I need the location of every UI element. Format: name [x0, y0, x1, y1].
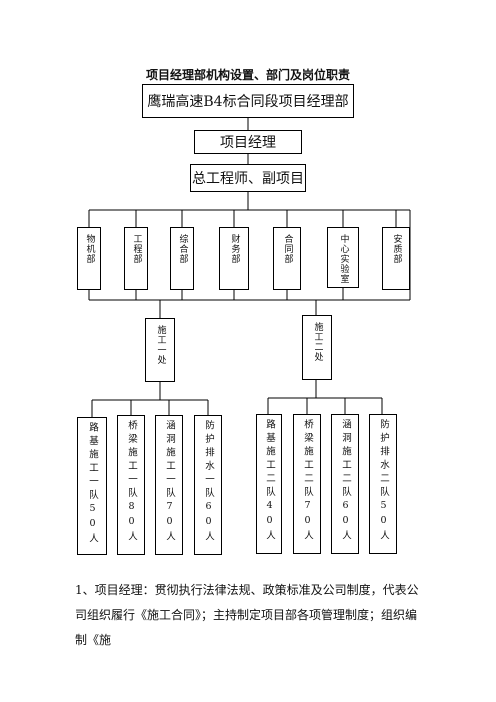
division-box: 施工二处: [302, 315, 332, 380]
division-label: 施工一处: [155, 325, 166, 365]
team-box: 路基施工二队40人: [256, 414, 282, 554]
dept-box: 中心实验室: [327, 227, 359, 288]
team-box: 路基施工一队50人: [77, 417, 107, 555]
chief-engineer-label: 总工程师、副项目: [192, 171, 304, 187]
dept-label: 财务部: [229, 234, 240, 264]
team-label: 桥梁施工二队70人: [302, 419, 313, 544]
body-paragraph: 1、项目经理：贯彻执行法律法规、政策标准及公司制度，代表公司组织履行《施工合同》…: [75, 583, 419, 647]
team-label: 涵洞施工一队70人: [164, 420, 175, 545]
division-box: 施工一处: [145, 318, 175, 382]
project-manager-label: 项目经理: [220, 135, 276, 151]
team-box: 桥梁施工一队80人: [117, 415, 145, 555]
dept-label: 物机部: [84, 234, 95, 264]
dept-label: 合同部: [282, 234, 293, 264]
division-label: 施工二处: [312, 322, 323, 362]
team-box: 防护排水一队60人: [194, 415, 222, 555]
dept-label: 综合部: [177, 234, 188, 264]
dept-box: 安质部: [382, 227, 410, 290]
team-box: 桥梁施工二队70人: [293, 414, 321, 554]
dept-label: 安质部: [391, 234, 402, 264]
project-department-box: 鹰瑞高速B4标合同段项目经理部: [142, 84, 354, 118]
team-label: 路基施工二队40人: [264, 419, 275, 544]
team-label: 路基施工一队50人: [87, 422, 98, 547]
dept-box: 工程部: [124, 227, 148, 290]
project-department-label: 鹰瑞高速B4标合同段项目经理部: [147, 94, 349, 110]
team-label: 防护排水二队50人: [378, 419, 389, 544]
project-manager-box: 项目经理: [194, 130, 302, 154]
dept-label: 中心实验室: [338, 234, 349, 284]
team-label: 桥梁施工一队80人: [126, 420, 137, 545]
dept-box: 物机部: [77, 227, 101, 290]
team-box: 涵洞施工一队70人: [155, 415, 183, 555]
chart-title: 项目经理部机构设置、部门及岗位职责: [145, 68, 350, 82]
team-label: 涵洞施工二队60人: [340, 419, 351, 544]
dept-box: 财务部: [219, 227, 249, 290]
dept-label: 工程部: [131, 234, 142, 264]
team-label: 防护排水一队60人: [203, 420, 214, 545]
dept-box: 综合部: [170, 227, 194, 290]
team-box: 涵洞施工二队60人: [331, 414, 359, 554]
chief-engineer-box: 总工程师、副项目: [190, 164, 306, 192]
team-box: 防护排水二队50人: [369, 414, 397, 554]
dept-box: 合同部: [273, 227, 301, 290]
